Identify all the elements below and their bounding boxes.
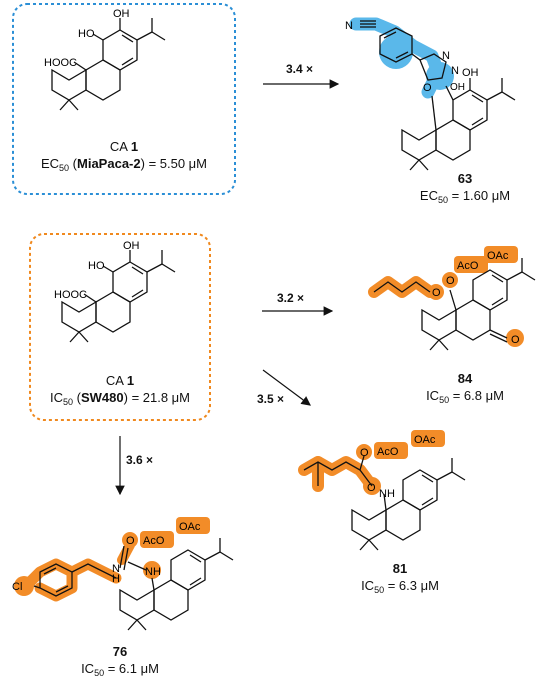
caption-ca1-top: CA 1 EC50 (MiaPaca-2) = 5.50 μM (40, 139, 207, 173)
svg-text:O: O (423, 82, 432, 94)
caption-81: 81 IC50 = 6.3 μM (361, 561, 439, 595)
svg-text:OAc: OAc (179, 521, 201, 533)
arrow-label-84: 3.2 × (277, 291, 305, 305)
svg-text:NH: NH (379, 488, 395, 500)
svg-text:OAc: OAc (414, 434, 436, 446)
caption-63: 63 EC50 = 1.60 μM (419, 171, 511, 205)
svg-text:AcO: AcO (457, 260, 479, 272)
atom-hooc: HOOC (44, 57, 77, 69)
structure-63: N N N O OH OH (345, 17, 516, 171)
box-ca1-mia (12, 3, 236, 195)
atom-ho: HO (78, 28, 95, 40)
svg-text:AcO: AcO (377, 446, 399, 458)
svg-text:OH: OH (450, 82, 465, 93)
caption-84: 84 IC50 = 6.8 μM (426, 371, 504, 405)
atom-oh: OH (113, 8, 130, 20)
svg-text:AcO: AcO (143, 535, 165, 547)
structure-76: Cl H N O NH AcO OAc (12, 517, 234, 631)
svg-text:NH: NH (145, 566, 161, 578)
arrow-to-81 (262, 369, 311, 406)
box-ca1-sw (29, 233, 211, 421)
structure-81: O O NH AcO OAc (298, 430, 466, 551)
svg-text:O: O (126, 535, 135, 547)
arrow-label-63: 3.4 × (286, 62, 314, 76)
svg-text:OH: OH (462, 67, 479, 79)
structure-84: O O O AcO OAc (368, 246, 536, 351)
svg-text:N: N (112, 563, 120, 575)
arrow-label-76: 3.6 × (126, 453, 154, 467)
arrow-label-81: 3.5 × (257, 392, 285, 406)
svg-text:OAc: OAc (487, 250, 509, 262)
svg-text:O: O (432, 287, 441, 299)
svg-text:O: O (511, 334, 520, 346)
svg-text:N: N (345, 20, 353, 32)
svg-text:O: O (367, 482, 376, 494)
caption-ca1-mid: CA 1 IC50 (SW480) = 21.8 μM (50, 373, 190, 407)
caption-76: 76 IC50 = 6.1 μM (81, 644, 159, 678)
svg-text:O: O (446, 275, 455, 287)
atom-oh: OH (123, 240, 140, 252)
structure-ca1-top (51, 18, 166, 111)
svg-text:O: O (360, 447, 369, 459)
structure-ca1-mid (61, 250, 176, 343)
atom-hooc: HOOC (54, 289, 87, 301)
svg-text:N: N (442, 50, 450, 62)
atom-ho: HO (88, 260, 105, 272)
svg-text:H: H (112, 573, 120, 585)
svg-text:N: N (451, 65, 459, 77)
svg-text:Cl: Cl (12, 581, 22, 593)
